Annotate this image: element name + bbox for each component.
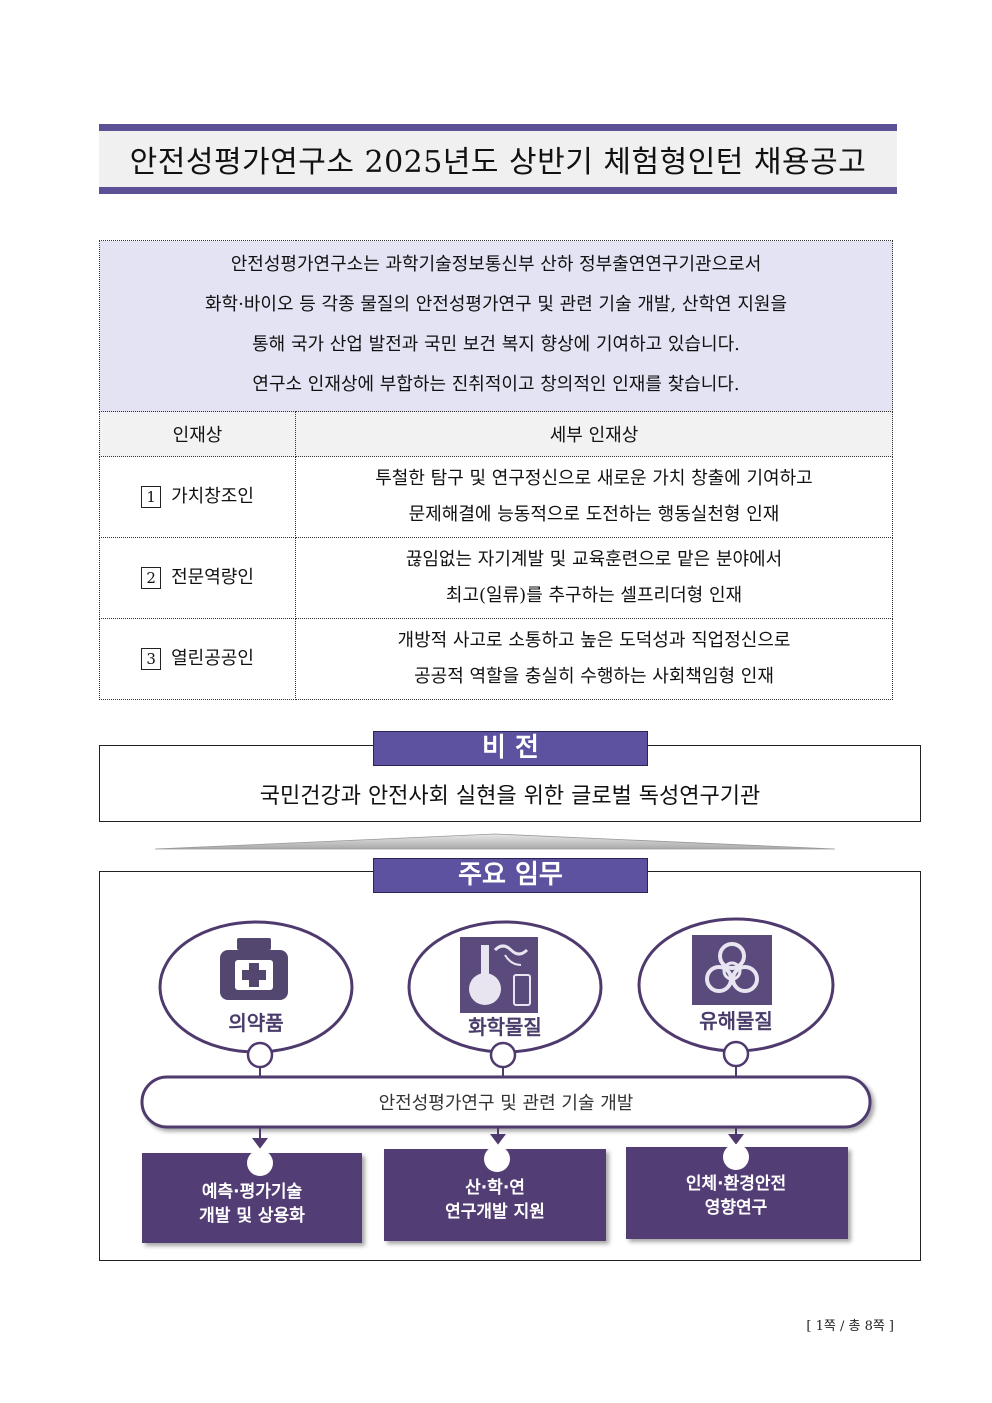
row-number: 1 <box>141 486 162 508</box>
mission-circle-chemical: 화학물질 <box>407 920 603 1054</box>
box-line: 산·학·연 <box>465 1178 525 1198</box>
connector-dots <box>246 1040 750 1069</box>
mission-box-prediction: 예측·평가기술 개발 및 상용화 <box>142 1150 362 1243</box>
circle-label: 의약품 <box>228 1011 283 1035</box>
title-banner: 안전성평가연구소 2025년도 상반기 체험형인턴 채용공고 <box>99 124 897 194</box>
talent-desc-line: 끊임없는 자기계발 및 교육훈련으로 맡은 분야에서 <box>405 549 783 570</box>
bar-box-arrows <box>252 1127 744 1149</box>
biohazard-icon <box>692 935 772 1005</box>
talent-name: 열린공공인 <box>171 648 254 669</box>
intro-line: 안전성평가연구소는 과학기술정보통신부 산하 정부출연연구기관으로서 <box>230 254 762 275</box>
vision-text: 국민건강과 안전사회 실현을 위한 글로벌 독성연구기관 <box>259 784 761 809</box>
chemical-flask-icon <box>460 937 538 1013</box>
box-line: 개발 및 상용화 <box>199 1206 305 1226</box>
talent-desc-line: 최고(일류)를 추구하는 셀프리더형 인재 <box>445 585 743 606</box>
mission-circle-hazard: 유해물질 <box>637 917 835 1053</box>
talent-desc-line: 개방적 사고로 소통하고 높은 도덕성과 직업정신으로 <box>397 630 791 651</box>
talent-desc-line: 문제해결에 능동적으로 도전하는 행동실천형 인재 <box>408 504 780 525</box>
intro-line: 연구소 인재상에 부합하는 진취적이고 창의적인 인재를 찾습니다. <box>252 374 740 395</box>
row-number: 3 <box>141 648 162 670</box>
row-number: 2 <box>141 567 162 589</box>
mission-circle-medicine: 의약품 <box>158 920 354 1054</box>
medicine-bottle-icon <box>220 938 288 1000</box>
intro-row: 안전성평가연구소는 과학기술정보통신부 산하 정부출연연구기관으로서 화학·바이… <box>99 240 893 412</box>
talent-desc-line: 투철한 탐구 및 연구정신으로 새로운 가치 창출에 기여하고 <box>375 468 813 489</box>
mission-box-human-env: 인체·환경안전 영향연구 <box>626 1144 848 1239</box>
intro-line: 통해 국가 산업 발전과 국민 보건 복지 향상에 기여하고 있습니다. <box>252 334 740 355</box>
vision-label: 비 전 <box>373 731 648 766</box>
box-line: 인체·환경안전 <box>686 1174 786 1194</box>
talent-name-cell: 3 열린공공인 <box>99 618 296 700</box>
circle-label: 유해물질 <box>699 1009 773 1033</box>
talent-name-cell: 1 가치창조인 <box>99 456 296 538</box>
talent-desc-line: 공공적 역할을 충실히 수행하는 사회책임형 인재 <box>414 666 774 687</box>
header-talent: 인재상 <box>99 411 296 457</box>
box-line: 영향연구 <box>705 1197 768 1218</box>
box-line: 예측·평가기술 <box>202 1182 303 1202</box>
circle-label: 화학물질 <box>468 1015 542 1039</box>
intro-table: 안전성평가연구소는 과학기술정보통신부 산하 정부출연연구기관으로서 화학·바이… <box>99 240 893 700</box>
talent-name: 전문역량인 <box>171 567 254 588</box>
header-detail: 세부 인재상 <box>295 411 893 457</box>
mission-label: 주요 임무 <box>373 858 648 893</box>
page-footer: [ 1쪽 / 총 8쪽 ] <box>806 1319 894 1334</box>
mission-bar: 안전성평가연구 및 관련 기술 개발 <box>140 1075 872 1129</box>
mission-box-industry: 산·학·연 연구개발 지원 <box>384 1146 606 1241</box>
vision-mission-connector <box>154 833 836 850</box>
mission-diagram: 의약품 화학물질 유해물질 <box>140 917 872 1243</box>
page-title: 안전성평가연구소 2025년도 상반기 체험형인턴 채용공고 <box>129 145 867 180</box>
talent-name: 가치창조인 <box>171 486 254 507</box>
mission-bar-text: 안전성평가연구 및 관련 기술 개발 <box>379 1093 634 1114</box>
intro-line: 화학·바이오 등 각종 물질의 안전성평가연구 및 관련 기술 개발, 산학연 … <box>204 294 788 315</box>
box-line: 연구개발 지원 <box>445 1202 545 1222</box>
talent-name-cell: 2 전문역량인 <box>99 537 296 619</box>
intro-text-cell: 안전성평가연구소는 과학기술정보통신부 산하 정부출연연구기관으로서 화학·바이… <box>99 240 893 412</box>
table-header-row: 인재상 세부 인재상 <box>99 411 893 457</box>
